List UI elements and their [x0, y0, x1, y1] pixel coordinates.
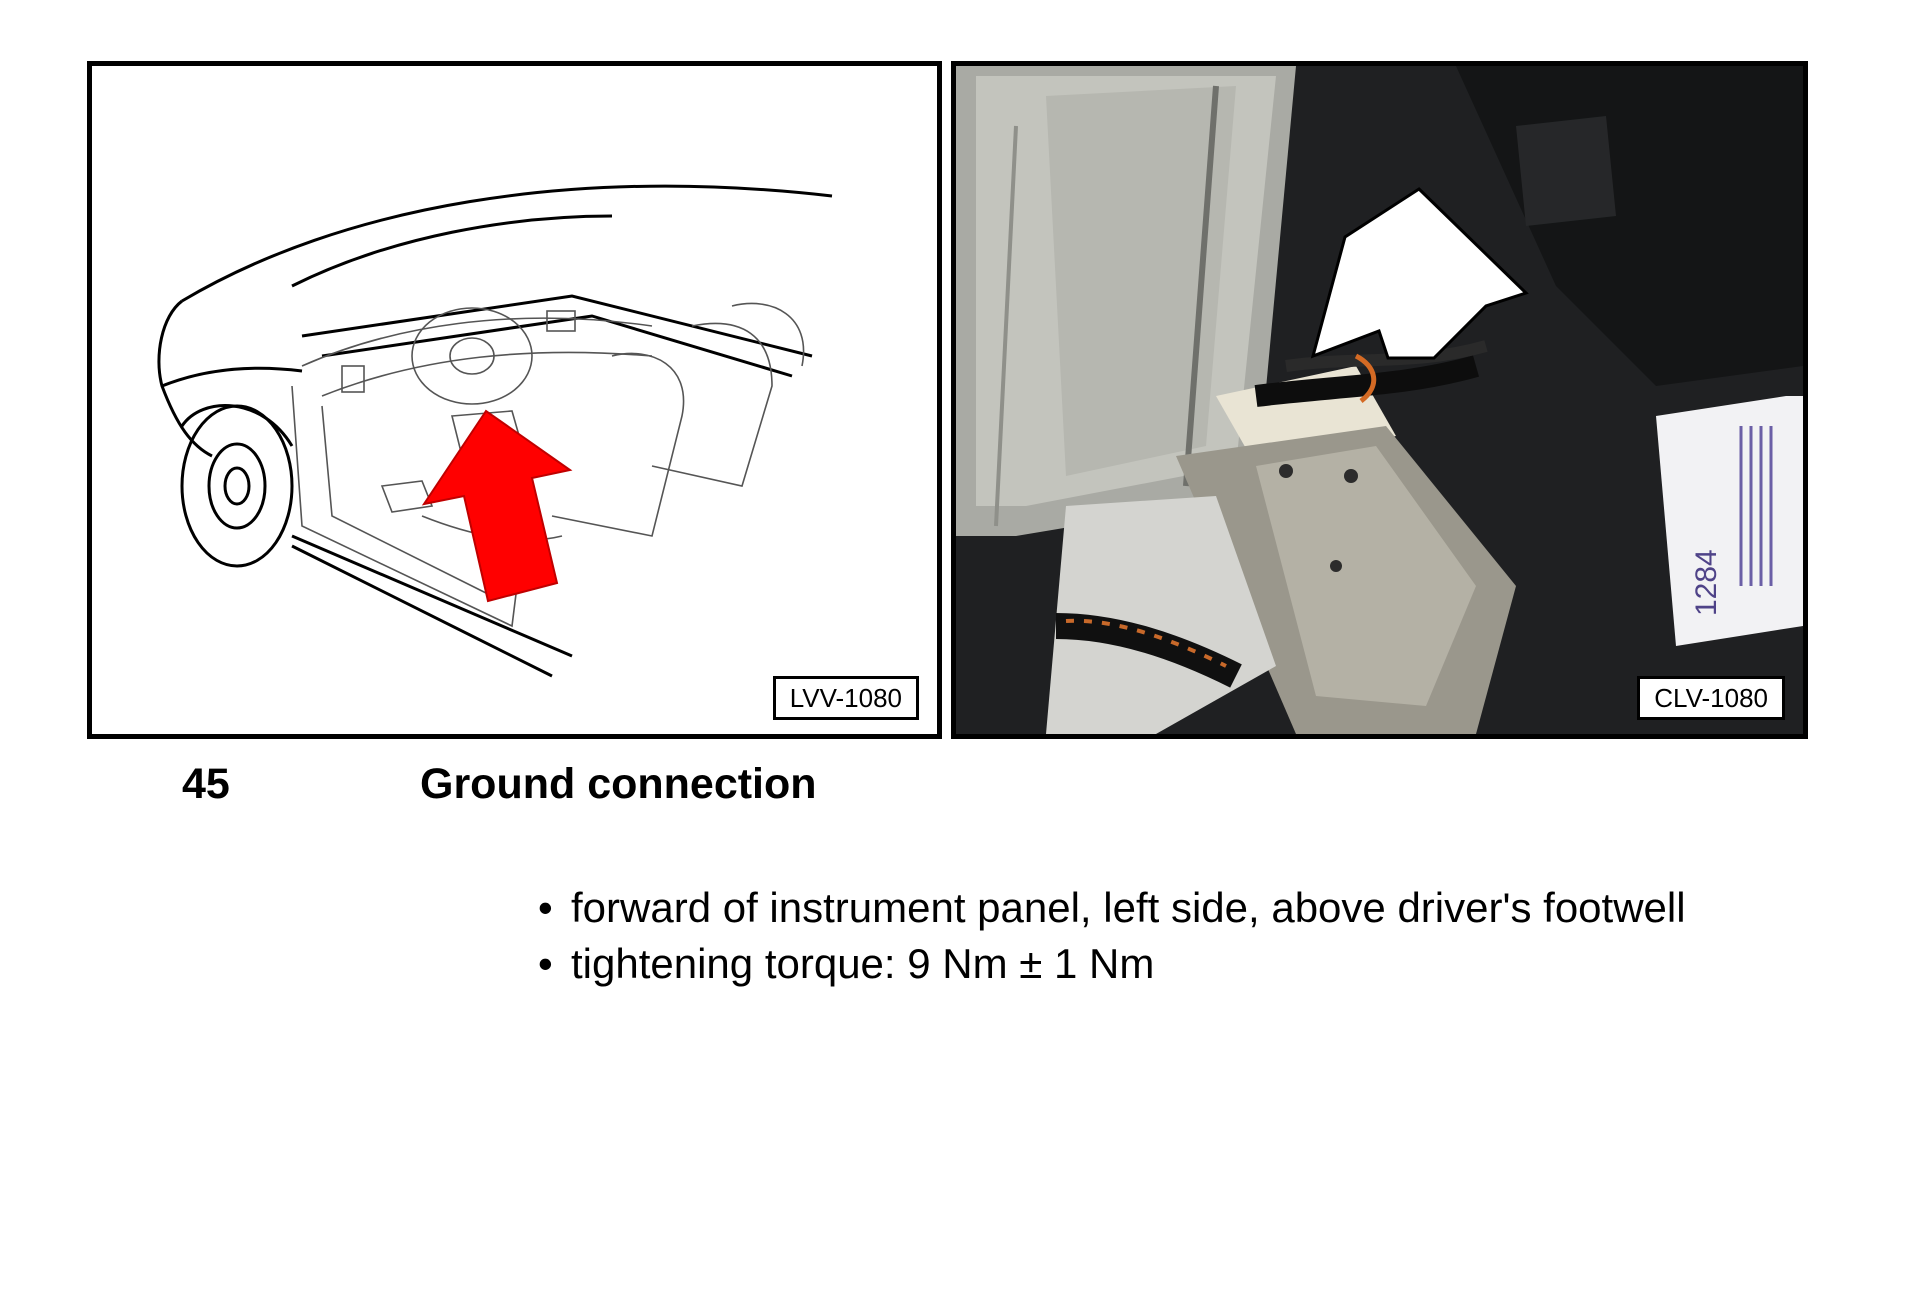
item-title: Ground connection — [420, 760, 817, 808]
note-text: tightening torque: 9 Nm ± 1 Nm — [571, 940, 1155, 987]
red-arrow-icon — [421, 409, 573, 603]
notes-list: • forward of instrument panel, left side… — [538, 880, 1718, 992]
sticker-number: 1284 — [1690, 549, 1723, 616]
figure-label-left: LVV-1080 — [772, 676, 919, 720]
item-number: 45 — [182, 760, 230, 808]
figure-label-right: CLV-1080 — [1637, 676, 1785, 720]
photo-illustration: 1284 — [956, 66, 1803, 734]
list-item: • forward of instrument panel, left side… — [538, 880, 1718, 936]
bullet-icon: • — [538, 884, 553, 931]
bullet-icon: • — [538, 940, 553, 987]
note-text: forward of instrument panel, left side, … — [571, 884, 1686, 931]
ground-connection-photo: 1284 CLV-1080 — [951, 61, 1808, 739]
car-line-drawing — [157, 184, 833, 678]
white-arrow-icon — [1310, 187, 1529, 360]
list-item: • tightening torque: 9 Nm ± 1 Nm — [538, 936, 1718, 992]
car-interior-diagram: LVV-1080 — [87, 61, 942, 739]
